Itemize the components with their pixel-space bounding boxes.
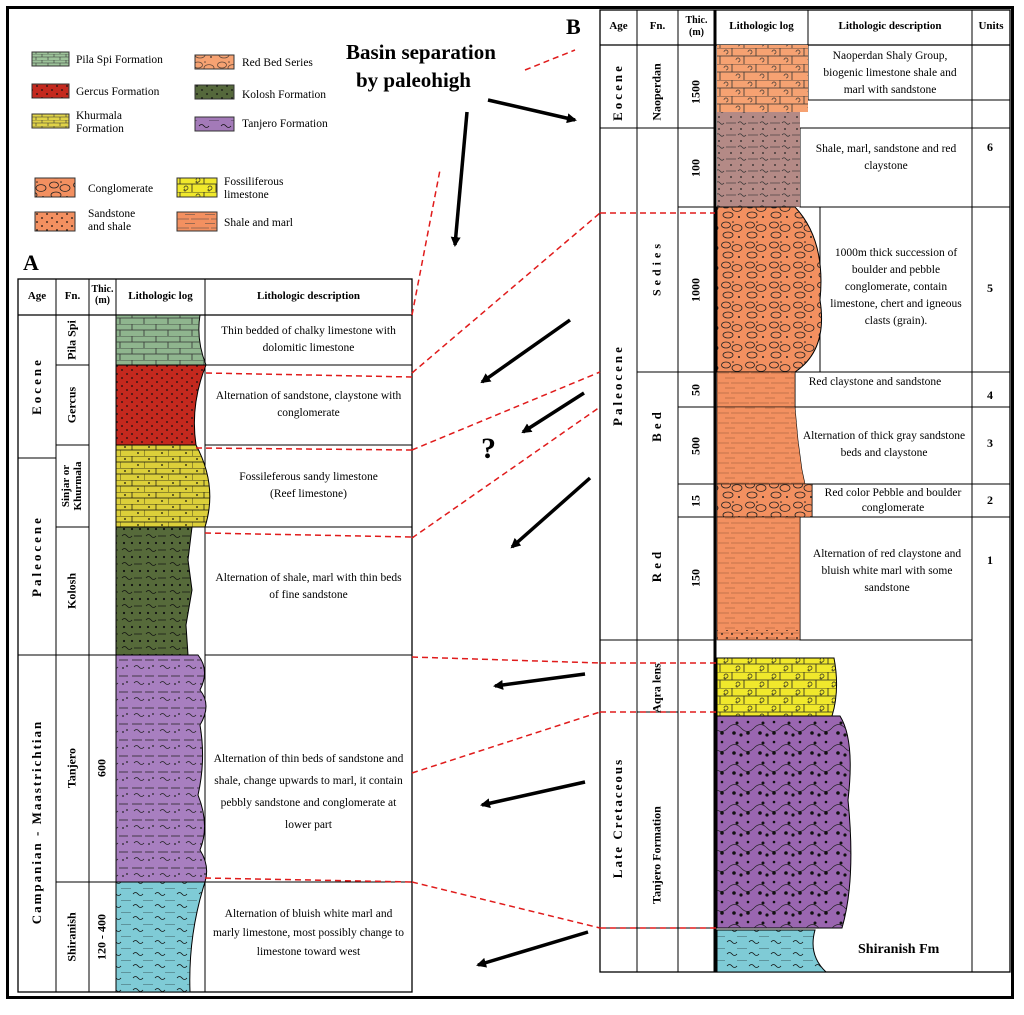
b-fn-sedies: Sedies [649, 239, 664, 297]
a-fn-shiranish: Shiranish [64, 912, 79, 962]
panel-a-label: A [23, 250, 39, 275]
a-desc-pila-spi: Thin bedded of chalky limestone with dol… [221, 325, 396, 354]
title-line1: Basin separation [346, 40, 496, 64]
legend-label-red-bed: Red Bed Series [242, 57, 313, 69]
figure-frame [6, 6, 1014, 999]
b-thick-150: 150 [688, 569, 703, 587]
b-header-desc: Lithologic description [838, 20, 942, 32]
b-desc-naoperdan: Naoperdan Shaly Group, biogenic limeston… [823, 50, 957, 96]
b-fn-naoperdan: Naoperdan [649, 63, 664, 121]
legend-label-kolosh: Kolosh Formation [242, 89, 327, 101]
b-desc-unit6: Shale, marl, sandstone and red claystone [815, 143, 957, 172]
legend-label-khurmala: Khurmala Formation [76, 110, 124, 135]
b-desc-unit3: Alternation of thick gray sandstone beds… [802, 430, 966, 459]
b-fn-tanjero: Tanjero Formation [649, 806, 664, 904]
arrows [450, 98, 592, 968]
legend-label-shale-marl: Shale and marl [224, 217, 293, 229]
a-age-paleocene: Paleocene [29, 515, 44, 597]
b-thick-1500: 1500 [688, 80, 703, 104]
panel-b-label: B [566, 14, 581, 39]
legend-label-sandstone-shale: Sandstone and shale [88, 208, 136, 233]
b-age-eocene: Eocene [610, 63, 625, 121]
a-desc-tanjero: Alternation of thin beds of sandstone an… [213, 753, 404, 831]
a-thick-shiranish: 120 - 400 [94, 914, 109, 960]
b-desc-unit4: Red claystone and sandstone [808, 376, 942, 388]
b-desc-unit5: 1000m thick succession of boulder and pe… [830, 247, 962, 327]
b-header-age: Age [609, 20, 628, 32]
a-header-thick: Thic.(m) [91, 284, 114, 306]
b-thick-100: 100 [688, 159, 703, 177]
question-mark: ? [481, 432, 496, 465]
correlation-lines [195, 49, 717, 929]
a-desc-khurmala: Fossileferous sandy limestone (Reef lime… [239, 471, 378, 500]
b-unit-5: 5 [987, 281, 993, 295]
column-a [17, 278, 413, 993]
b-desc-unit1: Alternation of red claystone and bluish … [812, 548, 962, 594]
legend-label-gercus: Gercus Formation [76, 86, 160, 98]
legend [31, 51, 235, 232]
a-fn-tanjero: Tanjero [64, 747, 79, 789]
column-b [599, 9, 1011, 973]
b-age-paleocene: Paleocene [610, 344, 625, 426]
a-desc-kolosh: Alternation of shale, marl with thin bed… [215, 572, 402, 601]
a-header-age: Age [27, 290, 47, 302]
b-unit-3: 3 [987, 436, 993, 450]
b-thick-50: 50 [688, 384, 703, 396]
b-header-units: Units [978, 20, 1004, 32]
b-header-log: Lithologic log [729, 20, 794, 32]
b-header-fn: Fn. [649, 20, 666, 32]
b-desc-unit2: Red color Pebble and boulder conglomerat… [824, 487, 962, 514]
legend-label-tanjero: Tanjero Formation [242, 118, 328, 130]
legend-label-pila-spi: Pila Spi Formation [76, 54, 163, 66]
b-age-late-cretaceous: Late Cretaceous [610, 757, 625, 879]
a-header-desc: Lithologic description [257, 290, 360, 302]
a-fn-gercus: Gercus [64, 386, 79, 424]
a-age-eocene: Eocene [29, 357, 44, 415]
b-thick-15: 15 [688, 495, 703, 507]
b-shiranish-label: Shiranish Fm [858, 942, 940, 957]
b-thick-500: 500 [688, 437, 703, 455]
title-line2: by paleohigh [356, 68, 471, 92]
b-fn-bed: Bed [649, 408, 664, 442]
b-unit-2: 2 [987, 493, 993, 507]
a-header-log: Lithologic log [128, 290, 193, 302]
legend-label-conglomerate: Conglomerate [88, 183, 154, 195]
b-fn-aqra: Aqra lens [649, 663, 664, 713]
a-desc-shiranish: Alternation of bluish white marl and mar… [212, 908, 404, 958]
a-desc-gercus: Alternation of sandstone, claystone with… [215, 390, 402, 419]
a-header-fn: Fn. [64, 290, 81, 302]
a-thick-tanjero: 600 [94, 759, 109, 777]
b-unit-4: 4 [987, 388, 993, 402]
legend-label-fossiliferous: Fossiliferous limestone [224, 176, 284, 201]
a-fn-pila-spi: Pila Spi [64, 320, 79, 360]
b-unit-1: 1 [987, 553, 993, 567]
b-unit-6: 6 [987, 140, 993, 154]
b-header-thick: Thic.(m) [685, 15, 708, 38]
b-thick-1000: 1000 [688, 278, 703, 302]
a-age-campanian: Campanian - Maastrichtian [29, 719, 44, 925]
a-fn-kolosh: Kolosh [64, 572, 79, 610]
b-fn-red: Red [649, 547, 664, 583]
